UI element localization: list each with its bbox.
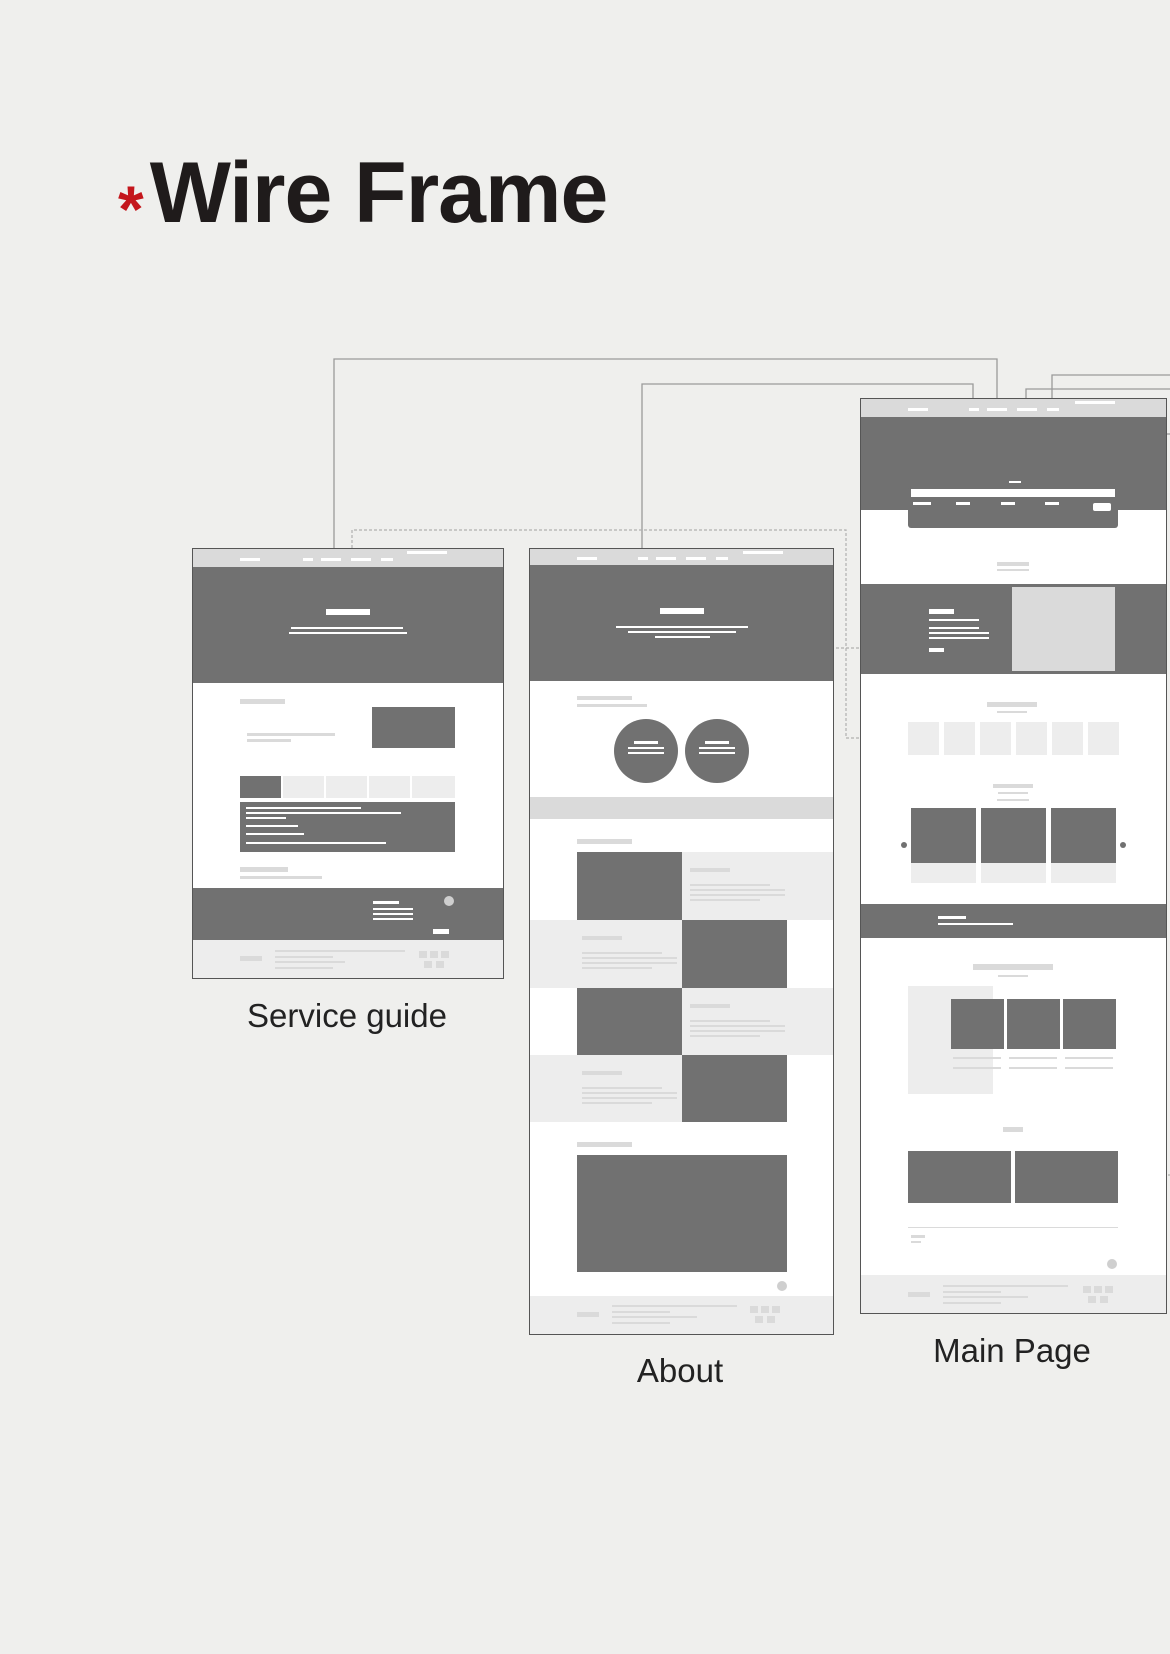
caption-about: About	[636, 1352, 724, 1389]
wireframe-about	[529, 548, 834, 1335]
caption-service-guide: Service guide	[247, 997, 447, 1034]
page-heading: * Wire Frame	[118, 145, 609, 246]
asterisk-icon: *	[118, 172, 144, 246]
wireframe-service-guide	[192, 548, 504, 979]
caption-main-page: Main Page	[933, 1332, 1091, 1369]
page-title: Wire Frame	[149, 145, 609, 241]
wireframe-main-page	[860, 398, 1167, 1314]
